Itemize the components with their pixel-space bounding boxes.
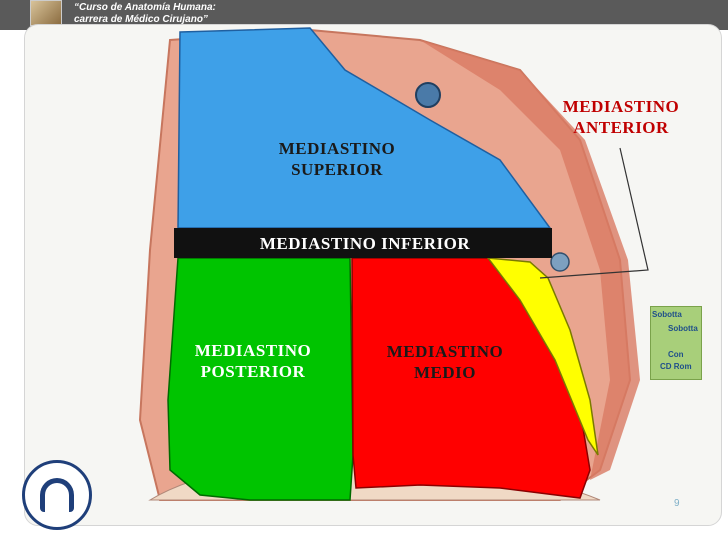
sobotta-cd-badge bbox=[650, 306, 702, 380]
chest-wall-strip bbox=[420, 40, 640, 480]
university-logo-mark bbox=[40, 478, 74, 512]
vessel bbox=[415, 82, 441, 108]
anterior-pointer-line bbox=[539, 147, 649, 279]
label-mediastino-medio: MEDIASTINO MEDIO bbox=[386, 342, 504, 382]
vessel-2 bbox=[550, 252, 570, 272]
label-mediastino-posterior: MEDIASTINO POSTERIOR bbox=[194, 341, 312, 381]
course-title: “Curso de Anatomía Humana: carrera de Mé… bbox=[74, 2, 216, 25]
mediastino-inferior-band bbox=[174, 228, 552, 258]
mediastino-anterior-region bbox=[486, 257, 599, 456]
mediastino-posterior-region bbox=[167, 257, 354, 501]
cd-badge-line3: Con bbox=[668, 350, 684, 359]
label-mediastino-anterior: MEDIASTINO ANTERIOR bbox=[562, 97, 680, 137]
header-thumbnail-image bbox=[30, 0, 62, 26]
cd-badge-line4: CD Rom bbox=[660, 362, 692, 371]
cd-badge-line1: Sobotta bbox=[652, 310, 682, 319]
page-number: 9 bbox=[674, 498, 680, 509]
cd-badge-line2: Sobotta bbox=[668, 324, 698, 333]
label-mediastino-inferior: MEDIASTINO INFERIOR bbox=[259, 234, 471, 253]
label-mediastino-superior: MEDIASTINO SUPERIOR bbox=[278, 139, 396, 179]
